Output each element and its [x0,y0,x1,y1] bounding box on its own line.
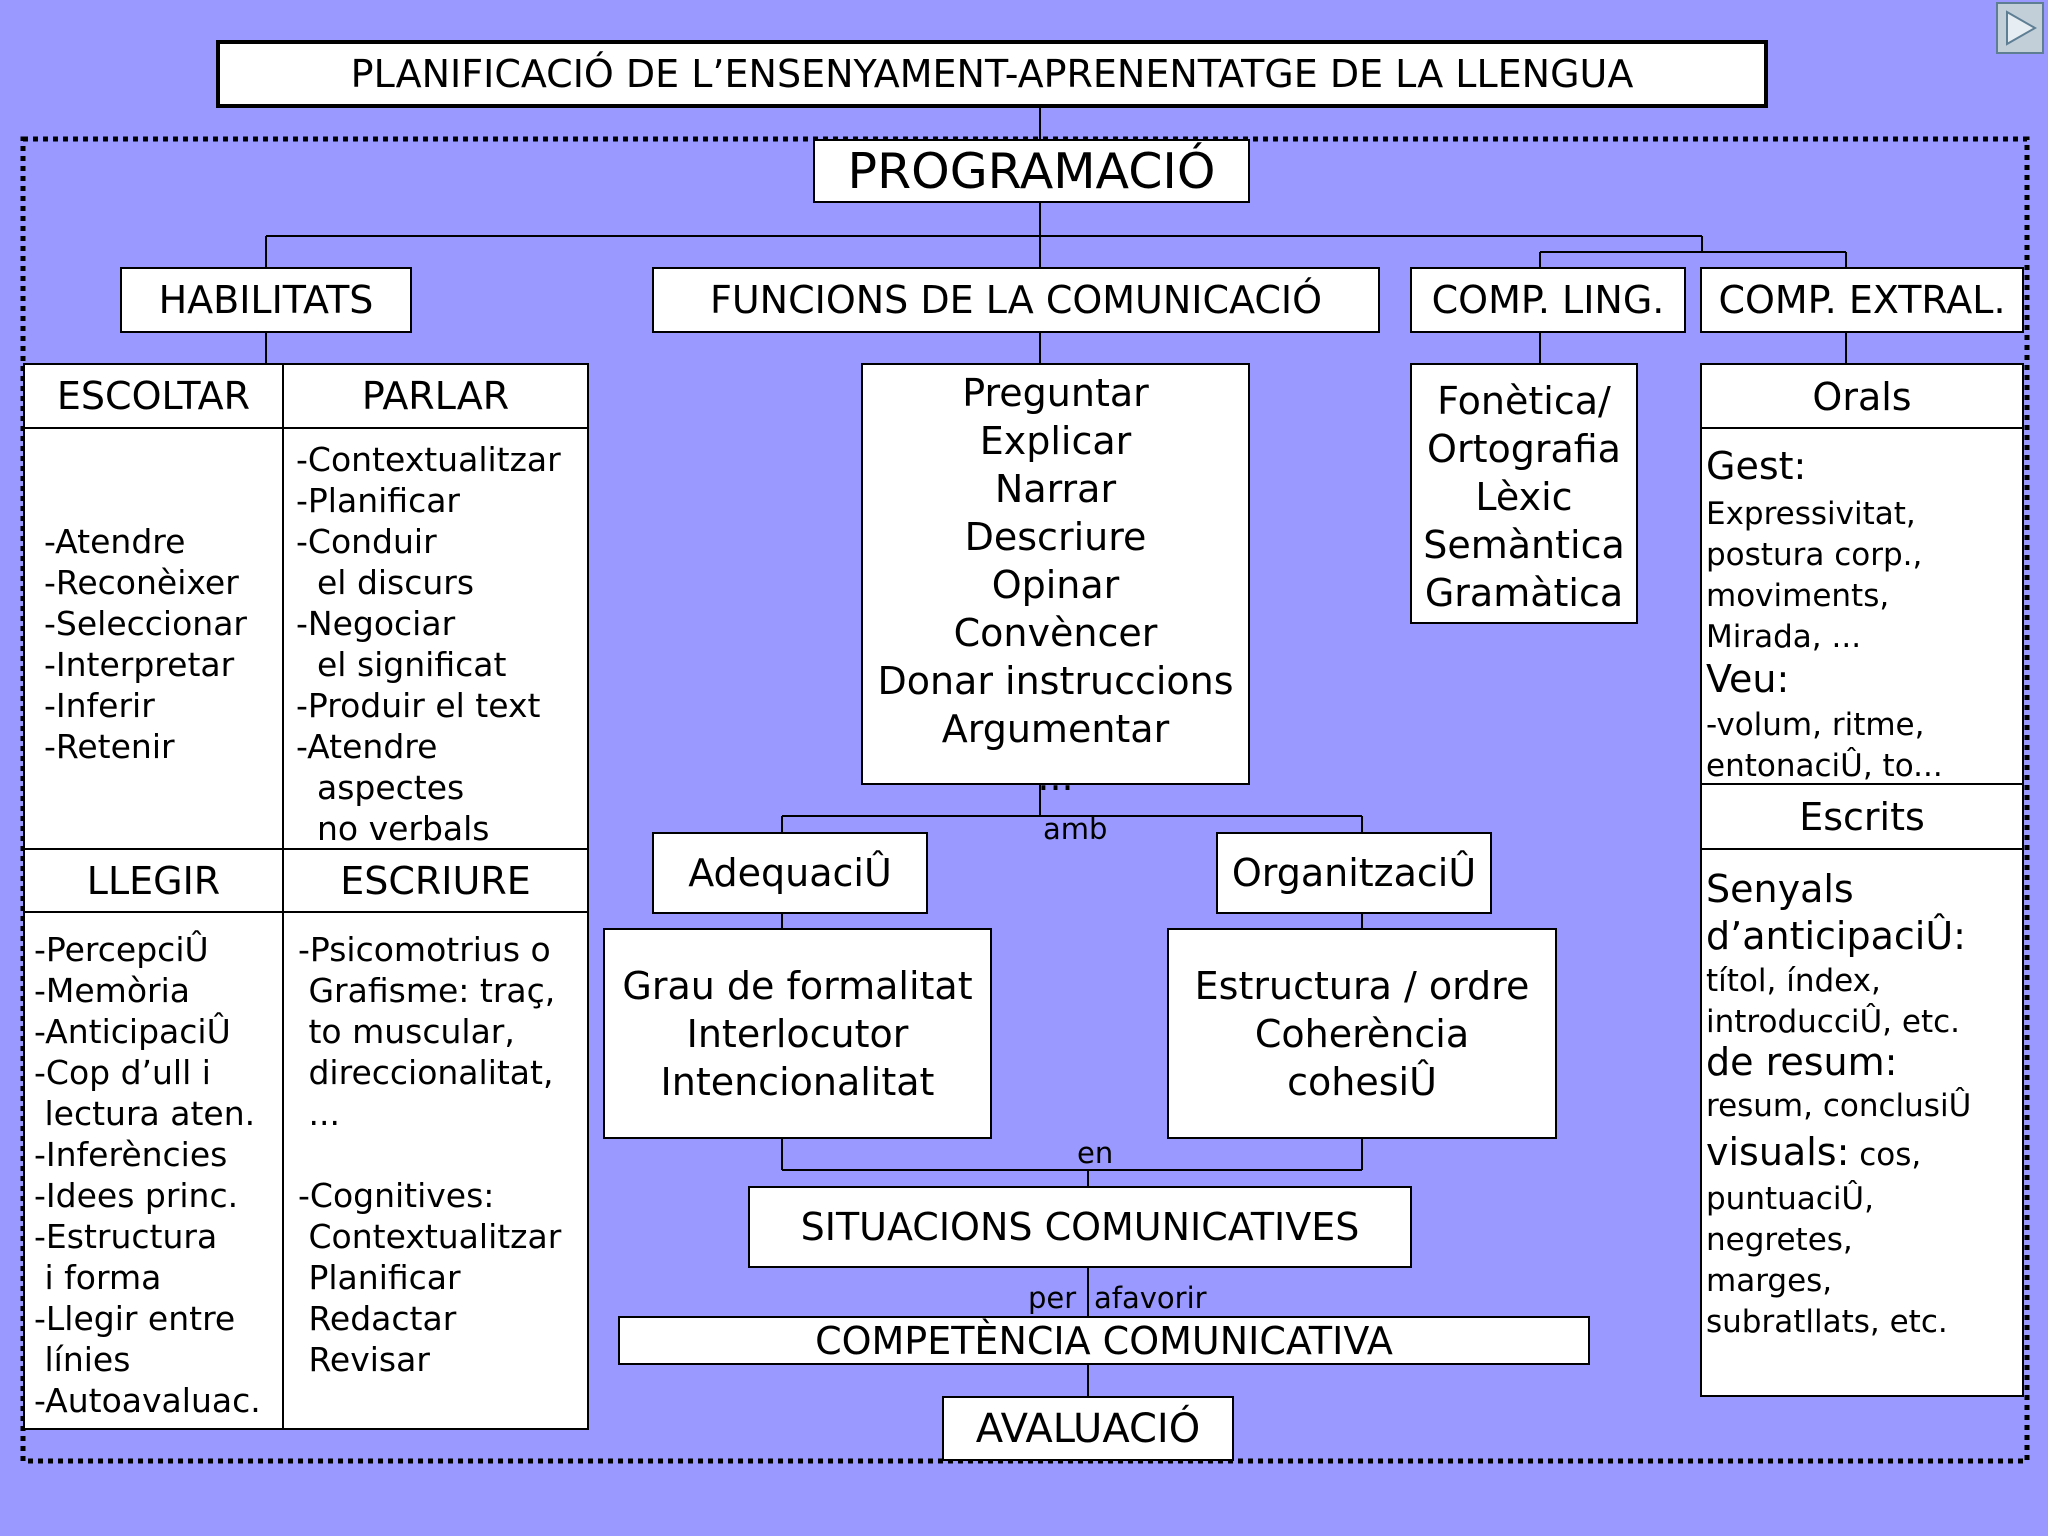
grid-divider [282,363,284,1430]
visuals-list: puntuaciÛ, negretes, marges, subratllats… [1706,1181,1948,1340]
resum-text: resum, conclusiÛ [1706,1088,1972,1124]
parlar-list: -Contextualitzar -Planificar -Conduir el… [296,440,561,848]
funcions-list-box: Preguntar Explicar Narrar Descriure Opin… [861,363,1250,799]
organitzacio-box: OrganitzaciÛ [1216,832,1492,914]
visuals-heading: visuals: [1706,1130,1850,1174]
gest-text: Expressivitat, postura corp., moviments,… [1706,496,1923,655]
llegir-list: -PercepciÛ -Memòria -AnticipaciÛ -Cop d’… [34,930,261,1420]
funcions-list: Preguntar Explicar Narrar Descriure Opin… [877,371,1234,799]
habilitats-box: HABILITATS [120,267,412,333]
extral-divider [1700,848,2024,850]
situacions-box: SITUACIONS COMUNICATIVES [748,1186,1412,1268]
funcions-box: FUNCIONS DE LA COMUNICACIÓ [652,267,1380,333]
escriure-header: ESCRIURE [340,858,531,903]
parlar-header: PARLAR [361,374,510,418]
habilitats-grid [23,363,589,1430]
per-label: per [1028,1281,1077,1315]
grid-divider [23,848,589,850]
comp-ling-list: Fonètica/ Ortografia Lèxic Semàntica Gra… [1423,379,1625,615]
grid-divider [23,911,589,913]
veu-heading: Veu: [1706,657,1790,701]
visuals-text: cos, [1849,1137,1922,1173]
adequacio-list: Grau de formalitat Interlocutor Intencio… [603,928,992,1139]
play-arrow-icon [2006,10,2037,46]
resum-heading: de resum: [1706,1040,1898,1084]
comp-ling-list-box: Fonètica/ Ortografia Lèxic Semàntica Gra… [1410,363,1638,624]
extral-box [1700,363,2024,1397]
competencia-box: COMPETÈNCIA COMUNICATIVA [618,1316,1590,1365]
senyals-text: títol, índex, introducciÛ, etc. [1706,963,1960,1040]
next-slide-button[interactable] [1996,2,2044,54]
grid-divider [23,427,589,429]
llegir-header: LLEGIR [86,858,221,903]
diagram-title: PLANIFICACIÓ DE L’ENSENYAMENT-APRENENTAT… [216,40,1768,108]
visuals-line: visuals: cos, [1706,1133,1921,1171]
amb-label: amb [1043,812,1108,846]
organitzacio-list: Estructura / ordre Coherència cohesiÛ [1167,928,1557,1139]
en-label: en [1077,1136,1114,1170]
escriure-list: -Psicomotrius o Grafisme: traç, to muscu… [298,930,562,1379]
veu-text: -volum, ritme, entonaciÛ, to... [1706,707,1943,784]
adequacio-box: AdequaciÛ [652,832,928,914]
comp-ling-box: COMP. LING. [1410,267,1686,333]
avaluacio-box: AVALUACIÓ [942,1396,1234,1461]
orals-header: Orals [1812,375,1912,419]
escrits-header: Escrits [1799,794,1925,839]
extral-divider [1700,783,2024,785]
comp-extral-box: COMP. EXTRAL. [1700,267,2024,333]
escoltar-header: ESCOLTAR [56,374,251,418]
extral-divider [1700,427,2024,429]
senyals-heading: Senyals d’anticipaciÛ: [1706,867,1966,958]
escoltar-list: -Atendre -Reconèixer -Seleccionar -Inter… [44,522,247,766]
afavorir-label: afavorir [1094,1281,1207,1315]
gest-heading: Gest: [1706,444,1807,488]
programacio-box: PROGRAMACIÓ [813,139,1250,203]
